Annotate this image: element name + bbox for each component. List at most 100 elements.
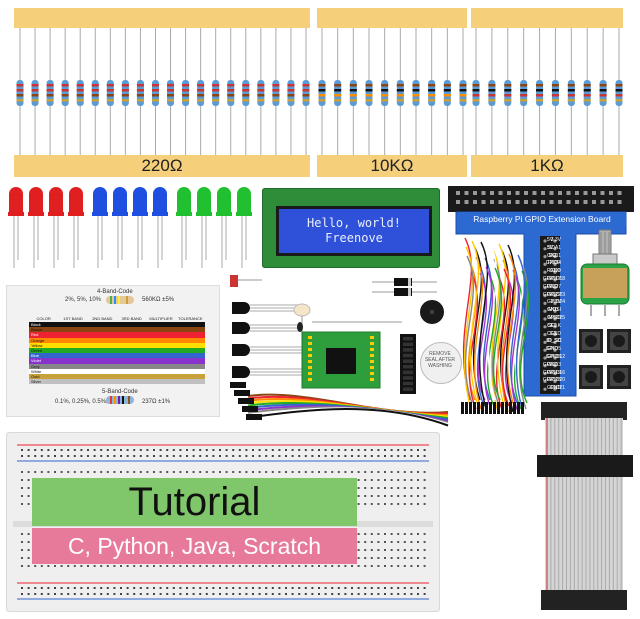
gpio-board-title: Raspberry Pi GPIO Extension Board [458,212,626,226]
gpio-pin-label: GPIO20 [547,377,566,384]
chart-row: Gold [29,373,205,380]
push-buttons [579,329,631,389]
gpio-pin-label: GND [547,346,559,353]
gpio-pin-label: GPIO19 [542,369,561,376]
gpio-pin-label: GPIO24 [547,299,566,306]
lcd-screen: Hello, world! Freenove [276,206,432,256]
chart-row-color: Yellow [31,342,43,348]
lcd-line-2: Freenove [325,231,383,245]
chart-header-cell: MULTIPLIER [149,316,173,321]
gpio-pin-label: SCL1 [548,252,561,259]
tutorial-languages: C, Python, Java, Scratch [32,528,357,564]
chart-top-example-right: 560KΩ ±5% [142,297,175,303]
led-row [8,187,252,268]
chart-row-color: Gold [31,373,40,379]
chart-header-cell: COLOR [36,316,51,321]
resistor-strips [14,8,623,155]
gpio-extension-board [448,186,634,397]
chart-row-color: Grey [31,363,40,369]
gpio-pin-label: ID_SD [546,338,561,345]
gpio-pin-label: GND [547,283,559,290]
chart-row-color: Blue [31,353,40,359]
gpio-pin-label: 5V [547,244,554,251]
gpio-pin-label: CE0 [547,322,557,329]
resistor-label-1k: 1KΩ [471,155,623,177]
chart-row-color: Orange [31,337,45,343]
resistor-label-10k: 10KΩ [317,155,467,177]
ribbon-cable [537,402,633,610]
chart-row: Green [29,347,205,354]
gpio-pin-label: SDA1 [547,244,561,251]
chart-header-cell: TOLERANCE [178,316,203,321]
gpio-pin-label: GPIO13 [542,361,561,368]
chart-row: Red [29,332,205,338]
gpio-pin-label: CE1 [547,330,557,337]
gpio-pin-label: GND [547,252,559,259]
chart-row-color: Red [31,332,39,338]
dupont-ribbon-wires [230,382,449,427]
chart-bottom-example-left: 0.1%, 0.25%, 0.5%, 1% [55,399,119,405]
gpio-pin-label: GPIO22 [542,291,561,298]
chart-header-cell: 2ND BAND [92,316,113,321]
chart-row-color: Black [31,322,41,327]
gpio-pin-label: GPIO26 [542,377,561,384]
small-components [230,275,444,394]
gpio-pin-label: GND [549,268,561,275]
chart-header-cell: 3RD BAND [121,316,142,321]
chart-top-label: 4-Band-Code [97,289,133,295]
tutorial-title: Tutorial [32,478,357,526]
resistor-label-220: 220Ω [14,155,310,177]
gpio-pin-label: GPIO17 [542,275,561,282]
jumper-wire-bundle [461,237,530,414]
chart-row: Yellow [29,342,205,348]
chart-bottom-label: 5-Band-Code [102,389,138,395]
chart-row: White [29,368,205,374]
chart-row: Brown [29,327,205,333]
chart-top-example-left: 2%, 5%, 10% [65,297,102,303]
chart-row-color: Green [31,347,43,353]
gpio-pin-label: GND [549,330,561,337]
chart-mini-resistor-bottom [106,396,134,404]
chart-row: Silver [29,379,205,385]
chart-table: COLOR 1ST BAND 2ND BAND 3RD BAND MULTIPLIER T… [29,316,205,386]
chart-row-color: Violet [31,358,41,364]
chart-row: Grey [29,363,205,369]
buzzer-sticker [420,342,462,384]
gpio-pin-label: GPIO18 [547,275,566,282]
gpio-pin-label: TXD0 [547,260,560,267]
gpio-pin-label: SCLK [547,322,561,329]
gpio-pin-label: GPIO21 [547,385,566,392]
gpio-pin-label: 3.3V [550,299,561,306]
gpio-pin-label: 5V [547,237,554,243]
chart-row: Blue [29,353,205,359]
gpio-pin-label: GPIO4 [545,260,561,267]
chart-bottom-example-right: 237Ω ±1% [142,399,171,405]
resistor-color-code-chart: 4-Band-Code 2%, 5%, 10% 560KΩ ±5% COLOR 1… [6,285,220,417]
gpio-pin-label: ID_SC [547,338,562,345]
chart-row-color: Brown [31,327,43,333]
gpio-pin-label: GND [549,385,561,392]
gpio-pin-label: GPIO16 [547,369,566,376]
gpio-pin-label: GPIO25 [547,314,566,321]
chart-row-color: White [31,368,42,374]
lcd-module: Hello, world! Freenove [262,188,440,268]
gpio-pin-label: RXD0 [547,268,561,275]
gpio-pin-label: GPIO5 [545,346,561,353]
gpio-pin-label: GND [547,361,559,368]
chart-header-cell: 1ST BAND [63,316,83,321]
gpio-pin-label: GPIO12 [547,353,566,360]
lcd-line-1: Hello, world! [307,216,401,230]
chart-row-color: Silver [31,379,42,385]
gpio-pin-label: MOSI [548,307,561,314]
gpio-pin-label: GND [547,307,559,314]
gpio-pin-label: GPIO27 [542,283,561,290]
buzzer-sticker-text: REMOVE SEAL AFTER WASHING [424,351,456,369]
potentiometer [580,229,630,316]
chart-row: Black [29,322,205,328]
chart-row: Violet [29,358,205,364]
chart-row: Orange [29,337,205,343]
gpio-pin-label: 3.3V [550,237,561,243]
gpio-pin-label: MISO [548,314,561,321]
